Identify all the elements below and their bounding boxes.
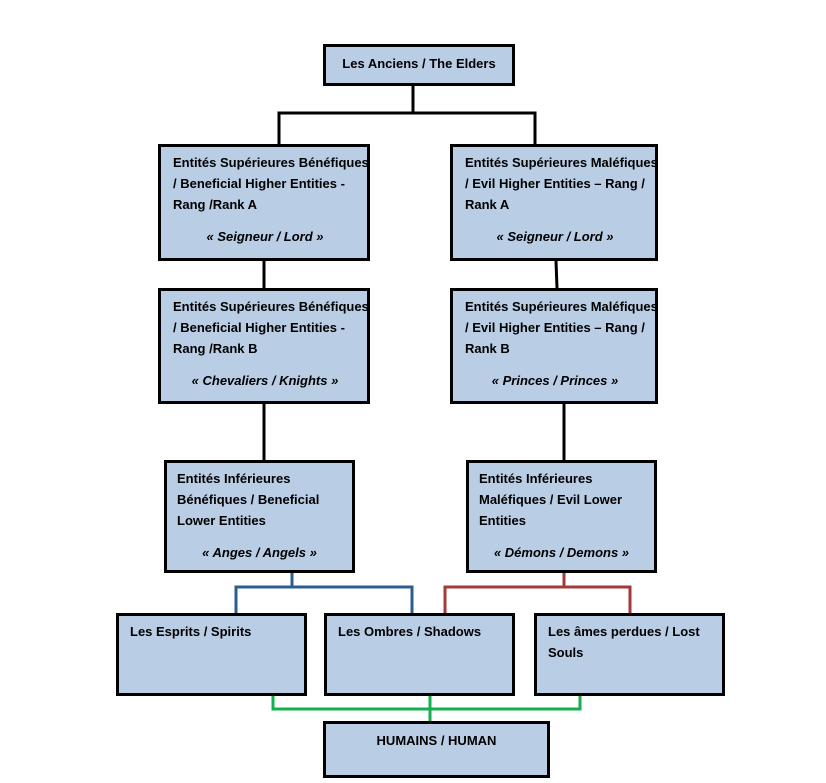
beneficial-rank-a-text: Entités Supérieures Bénéfiques / Benefic… [173,155,369,212]
evil-rank-a-text: Entités Supérieures Maléfiques / Evil Hi… [465,155,658,212]
lost-souls-label: Les âmes perdues / Lost Souls [548,624,700,660]
beneficial-rank-b-role: « Chevaliers / Knights » [191,373,339,388]
elders-branch-connector [277,86,537,144]
evil-rank-b-role: « Princes / Princes » [491,373,619,388]
beneficial-lower-box: Entités Inférieures Bénéfiques / Benefic… [164,460,355,573]
shadows-box: Les Ombres / Shadows [324,613,515,696]
evil-a-to-b-connector [554,260,559,289]
human-label: HUMAINS / HUMAN [376,733,497,748]
evil-rank-a-box: Entités Supérieures Maléfiques / Evil Hi… [450,144,658,261]
beneficial-rank-a-role: « Seigneur / Lord » [206,229,324,244]
human-bracket-connector [271,696,582,721]
spirits-box: Les Esprits / Spirits [116,613,307,696]
shadows-label: Les Ombres / Shadows [338,624,482,639]
angels-bracket-connector [234,573,414,613]
beneficial-rank-b-box: Entités Supérieures Bénéfiques / Benefic… [158,288,370,404]
spirits-label: Les Esprits / Spirits [130,624,252,639]
beneficial-rank-b-text: Entités Supérieures Bénéfiques / Benefic… [173,299,369,356]
beneficial-lower-role: « Anges / Angels » [202,545,317,560]
human-box: HUMAINS / HUMAN [323,721,550,778]
evil-rank-b-text: Entités Supérieures Maléfiques / Evil Hi… [465,299,658,356]
evil-rank-b-box: Entités Supérieures Maléfiques / Evil Hi… [450,288,658,404]
beneficial-rank-a-box: Entités Supérieures Bénéfiques / Benefic… [158,144,370,261]
beneficial-lower-text: Entités Inférieures Bénéfiques / Benefic… [177,471,320,528]
evil-lower-text: Entités Inférieures Maléfiques / Evil Lo… [479,471,623,528]
elders-box: Les Anciens / The Elders [323,44,515,86]
lost-souls-box: Les âmes perdues / Lost Souls [534,613,725,696]
elders-label: Les Anciens / The Elders [342,56,496,71]
evil-lower-box: Entités Inférieures Maléfiques / Evil Lo… [466,460,657,573]
demons-bracket-connector [443,573,632,613]
evil-rank-a-role: « Seigneur / Lord » [496,229,614,244]
evil-lower-role: « Démons / Demons » [493,545,630,560]
